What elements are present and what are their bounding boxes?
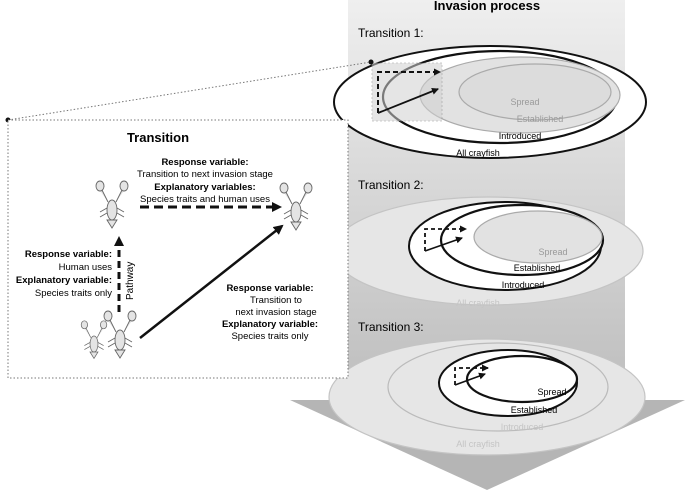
pathway-label: Pathway [125,262,136,300]
all-crayfish-label: All crayfish [456,439,500,449]
top-explanatory-value: Species traits and human uses [140,194,270,205]
left-response-label: Response variable: [25,249,112,260]
introduced-label: Introduced [501,422,544,432]
direct-arrow [139,224,284,339]
spread-label: Spread [538,247,567,257]
top-explanatory-label: Explanatory variables: [154,182,255,193]
transition-2-label: Transition 2: [358,178,424,192]
direct-arrow [454,372,486,386]
transition-2-group: Transition 2: Spread Established Introdu… [332,178,644,308]
right-explanatory-value: Species traits only [231,331,308,342]
pathway-arrow [424,225,467,251]
all-crayfish-label: All crayfish [456,298,500,308]
direct-arrow [424,236,463,252]
spread-label: Spread [537,387,566,397]
right-response-value-2: next invasion stage [235,307,316,318]
zoom-connector [7,61,372,121]
transition-1-group: Transition 1: Spread Established Introdu… [333,26,647,159]
established-label: Established [517,114,564,124]
right-explanatory-label: Explanatory variable: [222,319,318,330]
all-crayfish-label: All crayfish [456,148,500,158]
crayfish-icon [103,310,137,359]
pathway-arrow [454,364,489,385]
left-explanatory-value: Species traits only [35,288,112,299]
top-response-label: Response variable: [161,157,248,168]
spread-ring [458,63,612,121]
process-title: Invasion process [434,0,540,13]
direct-arrow [377,87,439,114]
spread-label: Spread [510,97,539,107]
right-response-label: Response variable: [226,283,313,294]
introduced-label: Introduced [502,280,545,290]
pathway-arrow [377,68,441,113]
transition-detail-panel: Transition Response variable: Transition… [7,119,349,379]
crayfish-icon [95,180,129,229]
left-explanatory-label: Explanatory variable: [16,275,112,286]
top-response-value: Transition to next invasion stage [137,169,273,180]
established-label: Established [514,263,561,273]
spread-ring [473,210,603,264]
crayfish-icon [80,320,108,360]
detail-title: Transition [127,130,189,145]
spread-ring [465,354,579,404]
transition-3-group: Transition 3: Spread Established Introdu… [328,320,646,456]
introduced-label: Introduced [499,131,542,141]
right-response-value-1: Transition to [250,295,302,306]
left-response-value: Human uses [59,262,113,273]
transition-1-label: Transition 1: [358,26,424,40]
transition-3-label: Transition 3: [358,320,424,334]
established-label: Established [511,405,558,415]
crayfish-icon [279,182,313,231]
